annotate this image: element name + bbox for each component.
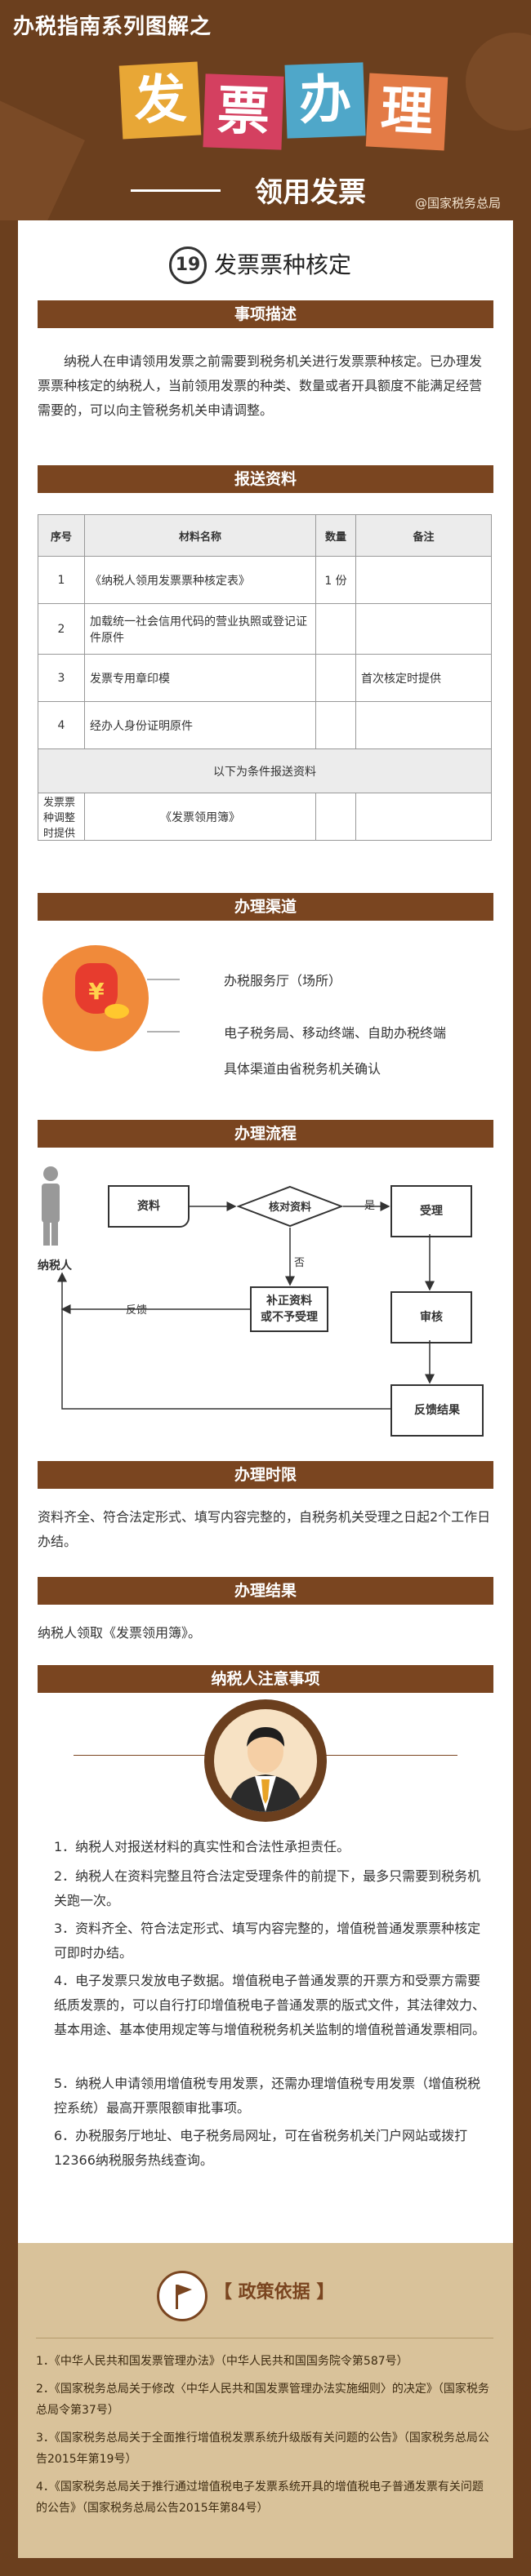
decorative-shape (466, 33, 531, 131)
decorative-shape (0, 99, 85, 220)
description-text: 纳税人在申请领用发票之前需要到税务机关进行发票票种核定。已办理发票票种核定的纳税… (38, 353, 483, 418)
cell-qty (315, 701, 356, 749)
table-row: 发票票种调整时提供 《发票领用簿》 (38, 793, 492, 841)
conditional-header-row: 以下为条件报送资料 (38, 748, 492, 793)
series-title: 办税指南系列图解之 (13, 15, 212, 39)
feedback-label: 反馈 (126, 1304, 148, 1317)
table-header-row: 序号 材料名称 数量 备注 (38, 514, 492, 557)
title-char-2: 票 (203, 73, 284, 150)
table-row: 4 经办人身份证明原件 (38, 701, 492, 749)
cell-note (355, 603, 492, 655)
note-item-1: 1．纳税人对报送材料的真实性和合法性承担责任。 (54, 1839, 350, 1854)
cell-name: 《纳税人领用发票票种核定表》 (84, 556, 316, 604)
section-title-process: 办理流程 (38, 1120, 493, 1148)
yes-label: 是 (364, 1200, 376, 1212)
col-header-note: 备注 (355, 514, 492, 557)
businessman-icon (229, 1727, 302, 1812)
topic-title: 发票票种核定 (214, 251, 352, 278)
person-icon (42, 1166, 60, 1246)
source-label: @国家税务总局 (415, 196, 502, 211)
cell-qty: 1 份 (315, 556, 356, 604)
cell-no: 3 (38, 654, 85, 702)
policy-icon (157, 2271, 207, 2321)
section-title-notes: 纳税人注意事项 (38, 1665, 493, 1693)
table-row: 3 发票专用章印模 首次核定时提供 (38, 654, 492, 702)
page-subtitle: 领用发票 (255, 176, 366, 209)
channel-item-1: 办税服务厅（场所） (224, 973, 342, 988)
note-item-3: 3．资料齐全、符合法定形式、填写内容完整的，增值税普通发票票种核定可即时办结。 (54, 1921, 481, 1961)
supplement-box: 补正资料 或不予受理 (250, 1286, 328, 1332)
cell-qty (315, 654, 356, 702)
note-item-2: 2．纳税人在资料完整且符合法定受理条件的前提下，最多只需要到税务机关跑一次。 (54, 1868, 481, 1908)
cell-note (355, 556, 492, 604)
cell-qty (315, 603, 356, 655)
flow-connectors (57, 1201, 435, 1410)
title-char-3: 办 (284, 62, 366, 139)
review-box: 审核 (390, 1291, 472, 1344)
cell-condition: 发票票种调整时提供 (38, 793, 85, 841)
cell-note (355, 793, 492, 841)
table-row: 2 加载统一社会信用代码的营业执照或登记证件原件 (38, 603, 492, 655)
check-diamond (237, 1185, 343, 1228)
section-title-materials: 报送资料 (38, 465, 493, 493)
result-text: 纳税人领取《发票领用簿》。 (38, 1625, 202, 1641)
materials-box: 资料 (108, 1185, 190, 1228)
section-title-channels: 办理渠道 (38, 893, 493, 921)
section-title-description: 事项描述 (38, 300, 493, 328)
channel-connectors (147, 979, 180, 1033)
divider (131, 189, 221, 192)
policy-item-3: 3．《国家税务总局关于全面推行增值税发票系统升级版有关问题的公告》（国家税务总局… (36, 2432, 489, 2466)
title-char-1: 发 (118, 61, 202, 140)
section-title-time: 办理时限 (38, 1461, 493, 1489)
channel-item-3: 具体渠道由省税务机关确认 (224, 1061, 382, 1077)
time-limit-text: 资料齐全、符合法定形式、填写内容完整的，自税务机关受理之日起2个工作日办结。 (38, 1509, 491, 1549)
cell-no: 2 (38, 603, 85, 655)
cell-note (355, 701, 492, 749)
channel-item-2: 电子税务局、移动终端、自助办税终端 (224, 1025, 447, 1041)
section-title-result: 办理结果 (38, 1577, 493, 1605)
policy-item-2: 2．《国家税务总局关于修改〈中华人民共和国发票管理办法实施细则〉的决定》（国家税… (36, 2383, 489, 2417)
taxpayer-label: 纳税人 (38, 1259, 72, 1272)
table-row: 1 《纳税人领用发票票种核定表》 1 份 (38, 556, 492, 604)
topic-number: 19 (169, 246, 207, 284)
result-box: 反馈结果 (390, 1384, 484, 1437)
conditional-header: 以下为条件报送资料 (38, 748, 492, 793)
no-label: 否 (294, 1257, 306, 1269)
col-header-name: 材料名称 (84, 514, 316, 557)
avatar (214, 1709, 317, 1812)
title-char-4: 理 (365, 73, 448, 151)
col-header-qty: 数量 (315, 514, 356, 557)
coins-icon (105, 1004, 129, 1019)
note-item-4: 4．电子发票只发放电子数据。增值税电子普通发票的开票方和受票方需要纸质发票的，可… (54, 1973, 486, 2037)
cell-no: 4 (38, 701, 85, 749)
accept-box: 受理 (390, 1185, 472, 1237)
cell-qty (315, 793, 356, 841)
policy-item-4: 4．《国家税务总局关于推行通过增值税电子发票系统开具的增值税电子普通发票有关问题… (36, 2481, 484, 2515)
cell-name: 加载统一社会信用代码的营业执照或登记证件原件 (84, 603, 316, 655)
check-label: 核对资料 (268, 1201, 311, 1214)
policy-item-1: 1．《中华人民共和国发票管理办法》（中华人民共和国国务院令第587号） (36, 2355, 408, 2368)
cell-name: 《发票领用簿》 (84, 793, 316, 841)
cell-name: 经办人身份证明原件 (84, 701, 316, 749)
flag-icon (176, 2285, 192, 2309)
note-item-5: 5．纳税人申请领用增值税专用发票，还需办理增值税专用发票（增值税税控系统）最高开… (54, 2076, 481, 2116)
cell-note: 首次核定时提供 (355, 654, 492, 702)
policy-title: 【 政策依据 】 (214, 2282, 335, 2303)
cell-no: 1 (38, 556, 85, 604)
col-header-no: 序号 (38, 514, 85, 557)
cell-name: 发票专用章印模 (84, 654, 316, 702)
policy-section (18, 2243, 513, 2558)
note-item-6: 6．办税服务厅地址、电子税务局网址，可在省税务机关门户网站或拨打12366纳税服… (54, 2128, 468, 2168)
materials-table: 序号 材料名称 数量 备注 1 《纳税人领用发票票种核定表》 1 份 2 加载统… (38, 514, 492, 841)
